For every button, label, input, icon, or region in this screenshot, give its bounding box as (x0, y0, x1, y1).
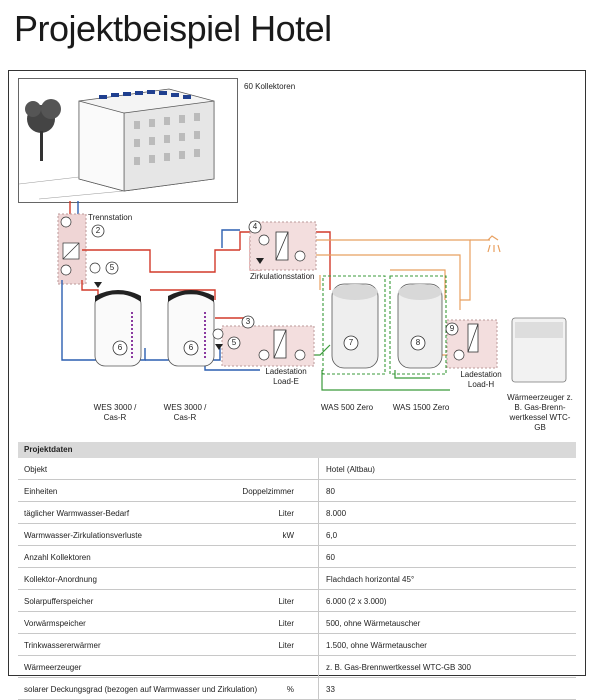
trennstation-label: Trennstation (88, 213, 133, 222)
component-number-7: 7 (348, 338, 354, 347)
row-label: Einheiten (24, 487, 58, 496)
hydraulic-diagram (57, 201, 567, 391)
component-number-8: 8 (415, 338, 421, 347)
tank-wes-1 (94, 290, 142, 367)
row-unit: kW (282, 531, 294, 540)
component-number-5: 5 (231, 338, 237, 347)
table-row: Trinkwassererwärmer Liter 1.500, ohne Wärm… (18, 634, 576, 656)
building-illustration (18, 78, 238, 203)
row-value: 60 (326, 553, 335, 562)
table-row: Einheiten Doppelzimmer 80 (18, 480, 576, 502)
table-row: Vorwärmspeicher Liter 500, ohne Wärmetausc… (18, 612, 576, 634)
row-value: Flachdach horizontal 45° (326, 575, 415, 584)
content-frame (8, 70, 586, 676)
row-value: 500, ohne Wärmetauscher (326, 619, 421, 628)
table-row: täglicher Warmwasser-Bedarf Liter 8.000 (18, 502, 576, 524)
row-unit: Doppelzimmer (242, 487, 294, 496)
page-title: Projektbeispiel Hotel (14, 8, 332, 49)
table-row: solarer Deckungsgrad (bezogen auf Warmwa… (18, 678, 576, 700)
row-unit: Liter (278, 641, 294, 650)
row-unit: Liter (278, 509, 294, 518)
table-row: Wärmeerzeuger z. B. Gas-Brennwertkessel W… (18, 656, 576, 678)
project-data-table: Projektdaten Objekt Hotel (Altbau) Einheit… (18, 442, 576, 700)
tank-was-500 (331, 283, 379, 369)
collectors-label: 60 Kollektoren (244, 82, 296, 91)
row-value: 1.500, ohne Wärmetauscher (326, 641, 427, 650)
row-value: 6,0 (326, 531, 338, 540)
component-number-6: 6 (117, 343, 123, 352)
zirkulationsstation-label: Zirkulationsstation (250, 272, 315, 281)
tank-was-1500 (397, 283, 443, 369)
table-row: Objekt Hotel (Altbau) (18, 458, 576, 480)
hotel-building (78, 88, 215, 192)
row-unit: % (286, 685, 294, 694)
row-value: 33 (326, 685, 335, 694)
ladestation-e-label: Ladestation Load-E (265, 367, 307, 386)
component-number-2: 2 (95, 226, 101, 235)
row-label: Kollektor-Anordnung (24, 575, 97, 584)
tank-wes-2 (167, 290, 215, 367)
row-label: Wärmeerzeuger (24, 663, 82, 672)
row-label: solarer Deckungsgrad (bezogen auf Warmwa… (24, 685, 258, 694)
component-number-5: 5 (109, 263, 115, 272)
wes-1-label: WES 3000 / Cas-R (93, 403, 137, 422)
row-unit: Liter (278, 597, 294, 606)
solar-collectors (99, 90, 191, 99)
component-number-4: 4 (252, 222, 258, 231)
table-row: Warmwasser-Zirkulationsverluste kW 6,0 (18, 524, 576, 546)
row-label: Vorwärmspeicher (24, 619, 86, 628)
table-row: Solarpufferspeicher Liter 6.000 (2 x 3.000… (18, 590, 576, 612)
motor-icon (89, 262, 101, 274)
was-500-label: WAS 500 Zero (320, 403, 374, 412)
ladestation-h-label: Ladestation Load-H (460, 370, 502, 389)
row-label: Objekt (24, 465, 48, 474)
row-label: Solarpufferspeicher (24, 597, 94, 606)
component-number-3: 3 (245, 317, 251, 326)
row-label: Warmwasser-Zirkulationsverluste (24, 531, 142, 540)
table-row: Kollektor-Anordnung Flachdach horizontal … (18, 568, 576, 590)
boiler-unit (511, 317, 567, 383)
was-1500-label: WAS 1500 Zero (392, 403, 450, 412)
tree-illustration (25, 99, 61, 161)
motor-icon (212, 328, 224, 340)
shower-icon (487, 235, 501, 253)
mixing-valve-icon (256, 258, 264, 264)
table-row: Anzahl Kollektoren 60 (18, 546, 576, 568)
row-value: z. B. Gas-Brennwertkessel WTC-GB 300 (326, 663, 471, 672)
row-label: täglicher Warmwasser-Bedarf (24, 509, 130, 518)
row-value: Hotel (Altbau) (326, 465, 375, 474)
table-header: Projektdaten (18, 442, 576, 458)
mixing-valve-icon (94, 282, 102, 288)
row-value: 80 (326, 487, 335, 496)
row-label: Trinkwassererwärmer (24, 641, 101, 650)
component-number-9: 9 (449, 324, 455, 333)
wes-2-label: WES 3000 / Cas-R (163, 403, 207, 422)
component-number-6: 6 (188, 343, 194, 352)
row-unit: Liter (278, 619, 294, 628)
row-value: 6.000 (2 x 3.000) (326, 597, 387, 606)
row-value: 8.000 (326, 509, 347, 518)
mixing-valve-icon (215, 344, 223, 350)
waermeerzeuger-label: Wärmeerzeuger z. B. Gas-Brenn-wertkessel… (507, 393, 573, 432)
row-label: Anzahl Kollektoren (24, 553, 91, 562)
